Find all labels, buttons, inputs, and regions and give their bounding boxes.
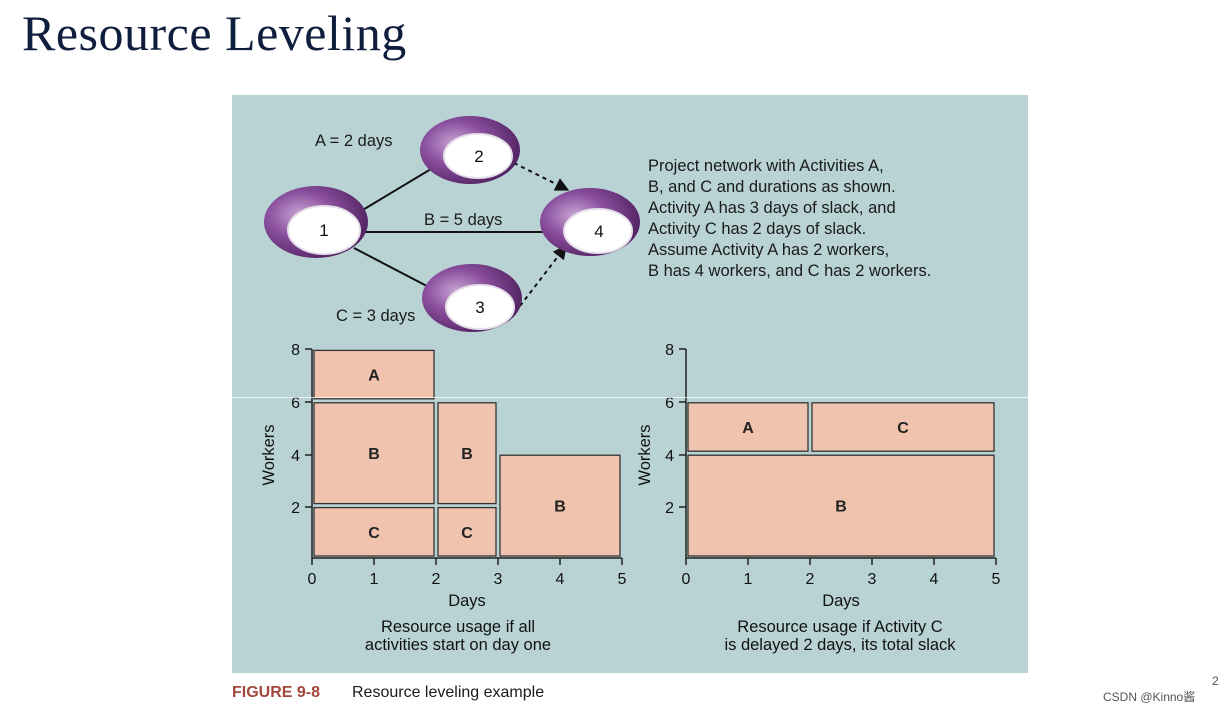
node-1-label: 1	[319, 221, 328, 240]
slide-divider-line	[232, 397, 1032, 398]
node-3: 3	[422, 264, 522, 332]
activity-block-a	[687, 402, 809, 452]
x-tick-label: 3	[868, 571, 877, 588]
chart-right-caption-line2: is delayed 2 days, its total slack	[724, 636, 956, 654]
x-tick-label: 1	[744, 571, 753, 588]
figure-label: FIGURE 9-8	[232, 684, 321, 701]
activity-block-label: C	[897, 420, 909, 437]
y-tick-label: 8	[291, 342, 300, 359]
x-tick-label: 4	[556, 571, 565, 588]
activity-block-c	[437, 506, 497, 557]
x-tick-label: 2	[806, 571, 815, 588]
activity-block-b	[687, 454, 995, 557]
edge-label-a: A = 2 days	[315, 132, 393, 150]
activity-block-b	[499, 454, 621, 557]
description-line: B, and C and durations as shown.	[648, 178, 896, 196]
activity-block-label: C	[368, 525, 380, 542]
page-title: Resource Leveling	[22, 5, 407, 61]
node-3-label: 3	[475, 298, 484, 317]
chart-left-ylabel: Workers	[260, 424, 278, 485]
chart-right-caption-line1: Resource usage if Activity C	[737, 618, 943, 636]
chart-right-x-ticks: 0 1 2 3 4 5	[682, 558, 1001, 588]
y-tick-label: 6	[665, 395, 674, 412]
activity-block-c	[811, 402, 995, 452]
node-2-label: 2	[474, 147, 483, 166]
edge-label-b: B = 5 days	[424, 211, 502, 229]
x-tick-label: 2	[432, 571, 441, 588]
activity-block-b	[437, 402, 497, 505]
y-tick-label: 6	[291, 395, 300, 412]
chart-left-blocks: C B A C B B	[313, 349, 621, 557]
x-tick-label: 4	[930, 571, 939, 588]
description-line: Activity C has 2 days of slack.	[648, 220, 867, 238]
description-line: Activity A has 3 days of slack, and	[648, 199, 896, 217]
activity-block-label: B	[461, 446, 473, 463]
page-number: 2	[1212, 674, 1219, 688]
node-2: 2	[420, 116, 520, 184]
activity-block-label: A	[742, 420, 754, 437]
chart-right-blocks: B A C	[687, 402, 995, 557]
x-tick-label: 5	[618, 571, 627, 588]
chart-right-xlabel: Days	[822, 592, 860, 610]
network-description: Project network with Activities A, B, an…	[648, 156, 1008, 282]
chart-left-xlabel: Days	[448, 592, 486, 610]
x-tick-label: 3	[494, 571, 503, 588]
activity-block-label: B	[835, 499, 847, 516]
x-tick-label: 0	[308, 571, 317, 588]
y-tick-label: 4	[291, 448, 300, 465]
x-tick-label: 1	[370, 571, 379, 588]
node-4-label: 4	[594, 222, 603, 241]
chart-right-y-ticks: 2 4 6 8	[665, 342, 686, 517]
activity-block-c	[313, 506, 435, 557]
activity-block-label: B	[368, 446, 380, 463]
y-tick-label: 2	[291, 500, 300, 517]
activity-block-label: C	[461, 525, 473, 542]
edge-3-4-dummy	[519, 244, 567, 307]
description-line: B has 4 workers, and C has 2 workers.	[648, 262, 932, 280]
description-line: Assume Activity A has 2 workers,	[648, 241, 890, 259]
y-tick-label: 8	[665, 342, 674, 359]
node-1: 1	[264, 186, 368, 258]
activity-block-label: B	[554, 499, 566, 516]
description-line: Project network with Activities A,	[648, 157, 884, 175]
chart-left: C B A C B B 2 4 6 8 0 1 2 3 4 5 Days	[260, 342, 627, 654]
node-4: 4	[540, 188, 640, 256]
figure-caption: Resource leveling example	[352, 684, 545, 701]
activity-block-b	[313, 402, 435, 505]
y-tick-label: 4	[665, 448, 674, 465]
x-tick-label: 0	[682, 571, 691, 588]
chart-right-ylabel: Workers	[636, 424, 654, 485]
chart-left-x-ticks: 0 1 2 3 4 5	[308, 558, 627, 588]
x-tick-label: 5	[992, 571, 1001, 588]
watermark: CSDN @Kinno酱	[1103, 690, 1196, 704]
activity-block-a	[313, 349, 435, 400]
edge-label-c: C = 3 days	[336, 307, 415, 325]
edge-2-4-dummy	[513, 162, 570, 191]
chart-left-caption-line2: activities start on day one	[365, 636, 551, 654]
chart-left-y-ticks: 2 4 6 8	[291, 342, 312, 517]
y-tick-label: 2	[665, 500, 674, 517]
chart-left-caption-line1: Resource usage if all	[381, 618, 535, 636]
activity-block-label: A	[368, 368, 380, 385]
